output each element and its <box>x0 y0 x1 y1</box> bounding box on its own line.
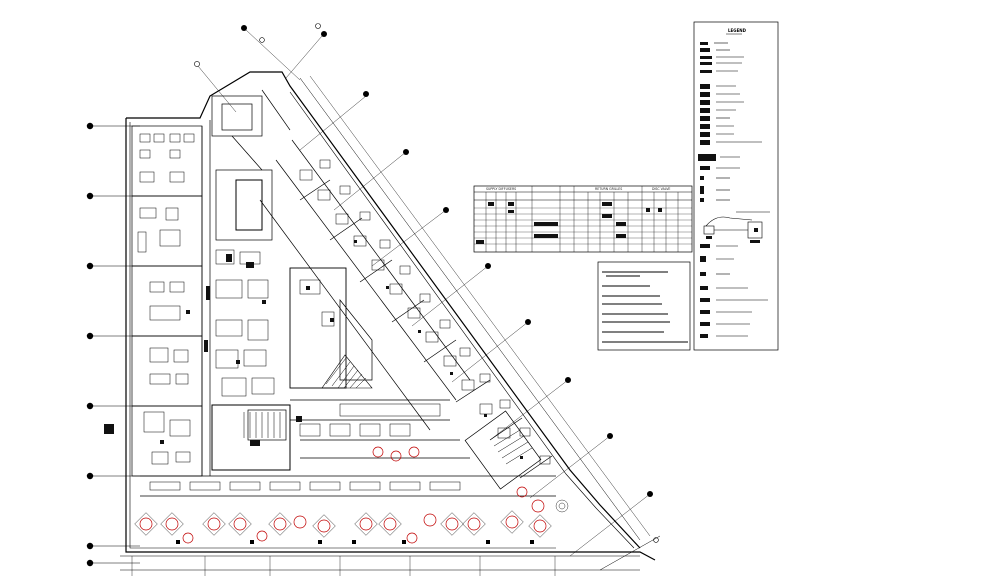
lower-small-fixtures <box>176 540 534 544</box>
schedule-header-return: RETURN GRILLES <box>595 187 622 191</box>
left-grid-bubbles <box>86 122 94 567</box>
building-outline <box>120 71 661 576</box>
diagonal-grid-axes <box>197 29 651 557</box>
general-notes-box <box>597 261 691 351</box>
schedule-header-disc: DISC VALVE <box>652 187 670 191</box>
equipment-blocks <box>104 240 523 459</box>
air-terminal-schedule: SUPPLY DIFFUSERS RETURN GRILLES DISC VAL… <box>473 185 693 253</box>
round-tables <box>139 446 547 544</box>
diagonal-grid-bubbles <box>194 23 659 543</box>
left-grid-axes <box>92 125 140 564</box>
furniture-and-hvac-symbols <box>137 133 551 491</box>
table-chairs <box>134 499 569 538</box>
stair-hatching <box>243 357 533 465</box>
schedule-header-supply: SUPPLY DIFFUSERS <box>486 187 516 191</box>
legend-panel: LEGEND <box>693 21 779 351</box>
interior-walls <box>131 89 556 497</box>
legend-title: LEGEND <box>728 28 747 33</box>
